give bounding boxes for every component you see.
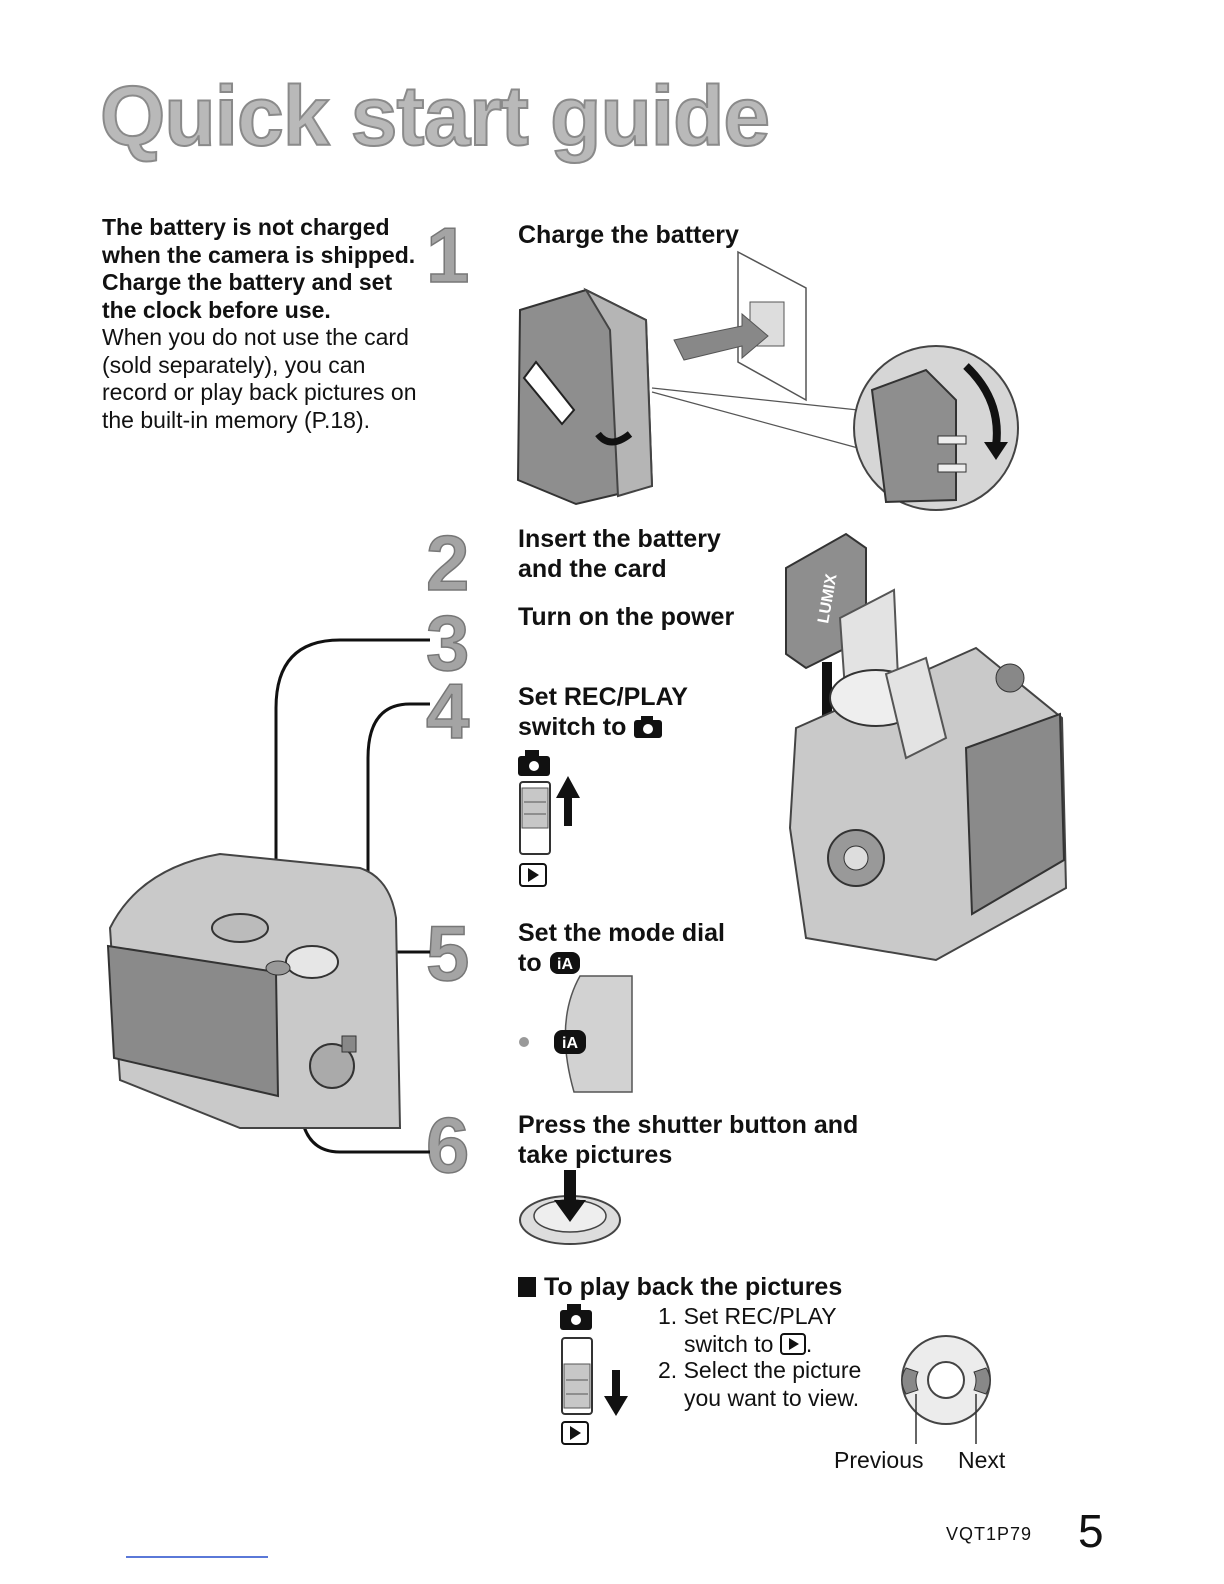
previous-label: Previous xyxy=(834,1447,924,1473)
mode-dial-illustration: iA xyxy=(519,975,633,1093)
svg-text:iA: iA xyxy=(562,1035,578,1052)
camera-battery-card-illustration: LUMIX xyxy=(785,532,1068,962)
battery-charger-illustration xyxy=(516,250,1019,511)
step-4-title-line1: Set REC/PLAY xyxy=(518,683,688,711)
camera-icon xyxy=(560,1304,592,1330)
playback-step1-line1: 1. Set REC/PLAY xyxy=(658,1303,837,1329)
step-5-title-line2: to iA xyxy=(518,948,581,978)
intelligent-auto-icon: iA xyxy=(554,1030,586,1054)
step-6-title-line2: take pictures xyxy=(518,1141,673,1169)
playback-heading-text: To play back the pictures xyxy=(544,1273,843,1301)
step-number-2: 2 xyxy=(425,519,470,607)
arrow-down-icon xyxy=(554,1170,586,1222)
step-number-4: 4 xyxy=(425,667,470,755)
model-code: VQT1P79 xyxy=(946,1524,1033,1544)
step-5-title-line1: Set the mode dial xyxy=(518,919,725,947)
next-label: Next xyxy=(958,1447,1006,1473)
playback-switch-text: switch to xyxy=(684,1331,774,1357)
page-title: Quick start guide xyxy=(99,68,771,164)
bottom-rule xyxy=(126,1556,268,1558)
step-number-5: 5 xyxy=(425,909,470,997)
playback-step1-line2: switch to . xyxy=(684,1331,813,1357)
camera-icon xyxy=(634,716,663,738)
playback-step2-line2: you want to view. xyxy=(684,1385,860,1411)
play-icon xyxy=(779,1333,806,1355)
intro-regular-text: When you do not use the card (sold separ… xyxy=(102,324,417,433)
step-5-to-text: to xyxy=(518,949,542,977)
page-number: 5 xyxy=(1078,1505,1104,1557)
intro-bold-text: The battery is not charged when the came… xyxy=(102,214,416,323)
camera-overview-illustration xyxy=(106,638,430,1154)
step-6-title-line1: Press the shutter button and xyxy=(518,1111,859,1139)
step-2-title-line1: Insert the battery xyxy=(518,525,721,553)
playback-step2-line1: 2. Select the picture xyxy=(658,1357,862,1383)
step-number-1: 1 xyxy=(425,211,470,299)
step-3-title: Turn on the power xyxy=(518,603,735,631)
intelligent-auto-icon: iA xyxy=(549,952,580,974)
step-4-switch-text: switch to xyxy=(518,713,627,741)
cursor-pad-illustration xyxy=(901,1335,991,1444)
bullet-square-icon xyxy=(518,1277,536,1297)
intro-text: The battery is not charged when the came… xyxy=(102,214,422,434)
playback-switch-illustration xyxy=(560,1304,628,1445)
arrow-up-icon xyxy=(556,776,580,826)
play-icon xyxy=(519,863,547,887)
camera-icon xyxy=(518,750,550,776)
playback-heading: To play back the pictures xyxy=(518,1272,842,1302)
rec-play-switch-illustration xyxy=(518,750,580,887)
step-4-title-line2: switch to xyxy=(518,712,663,742)
step-number-6: 6 xyxy=(425,1101,470,1189)
step-2-title-line2: and the card xyxy=(518,555,667,583)
step-1-title: Charge the battery xyxy=(518,221,739,249)
arrow-down-icon xyxy=(604,1370,628,1416)
step-number-3: 3 xyxy=(425,599,470,687)
play-icon xyxy=(561,1421,589,1445)
svg-text:iA: iA xyxy=(557,956,573,973)
shutter-button-illustration xyxy=(519,1170,621,1245)
